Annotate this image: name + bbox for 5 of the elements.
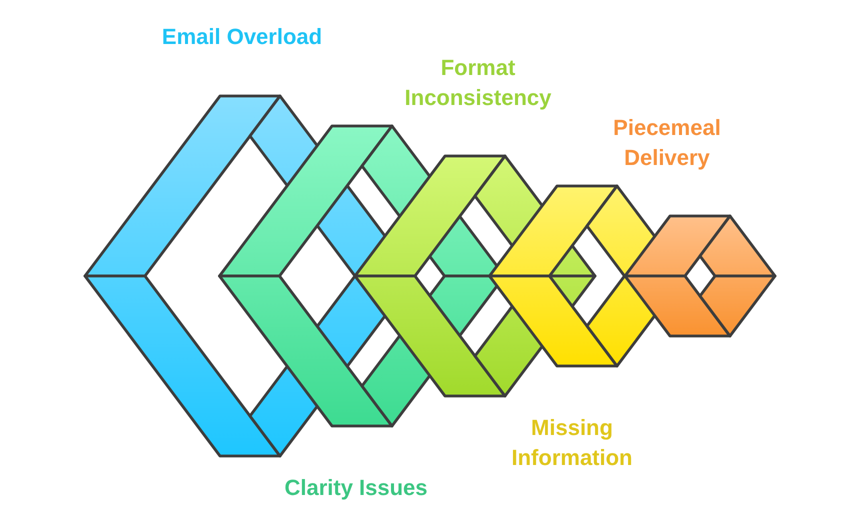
category-label: Email Overload	[162, 23, 322, 51]
category-label: Format Inconsistency	[404, 54, 552, 112]
category-label: Clarity Issues	[284, 474, 428, 502]
category-label: Missing Information	[512, 414, 632, 472]
category-label: Piecemeal Delivery	[613, 114, 721, 172]
